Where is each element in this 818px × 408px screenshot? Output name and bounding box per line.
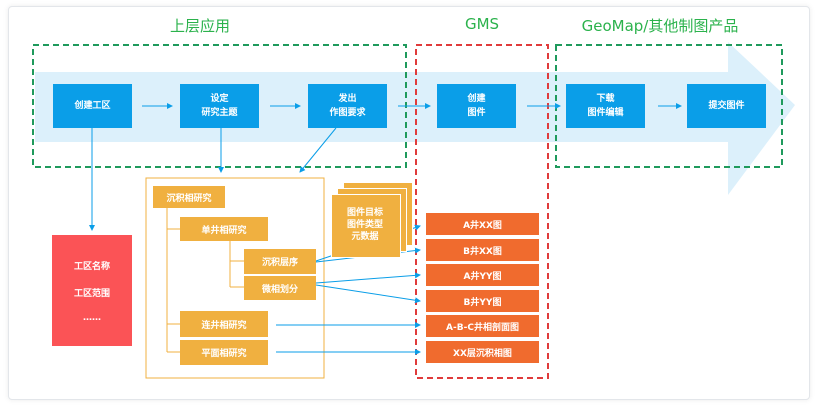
gms-dashed-frame — [415, 44, 549, 379]
area-info-box: 工区名称 工区范围 …… — [52, 235, 132, 346]
create-map-box: 创建 图件 — [437, 84, 516, 128]
section-title-upstream: 上层应用 — [169, 17, 230, 35]
set-topic-line2: 研究主题 — [201, 108, 238, 118]
research-facies-division: 微相划分 — [244, 276, 316, 300]
section-title-gms: GMS — [464, 15, 500, 33]
flow-band-arrow — [35, 42, 795, 195]
issue-request-line2: 作图要求 — [329, 108, 366, 118]
research-facies: 沉积相研究 — [153, 186, 225, 208]
create-map-line1: 创建 — [467, 94, 486, 104]
create-area-box: 创建工区 — [53, 84, 132, 128]
arrow-request-to-research — [299, 127, 337, 173]
research-single-well: 单井相研究 — [180, 217, 268, 241]
set-topic-line1: 设定 — [210, 94, 229, 104]
map-meta-type: 图件类型 — [346, 220, 383, 230]
map-meta-text: 图件目标 图件类型 元数据 — [331, 194, 399, 256]
issue-request-line1: 发出 — [338, 94, 357, 104]
set-topic-box: 设定 研究主题 — [180, 84, 259, 128]
create-map-line2: 图件 — [467, 108, 486, 118]
research-tree-lines — [166, 208, 244, 353]
submit-map-label: 提交图件 — [708, 101, 745, 111]
submit-map-box: 提交图件 — [687, 84, 766, 128]
arrow-division-to-b-yy — [315, 284, 421, 304]
output-xx-facies-map: XX层沉积相图 — [426, 341, 539, 363]
create-area-label: 创建工区 — [74, 101, 111, 111]
research-connected-well: 连井相研究 — [180, 311, 268, 337]
area-info-name: 工区名称 — [73, 261, 110, 272]
research-sequence: 沉积层序 — [244, 249, 316, 274]
area-info-more: …… — [83, 312, 101, 323]
map-meta-stack-front — [331, 194, 401, 258]
map-meta-target: 图件目标 — [346, 208, 383, 218]
arrow-division-to-a-yy — [315, 272, 421, 284]
output-abc-profile: A-B-C井相剖面图 — [426, 315, 539, 337]
section-title-downstream: GeoMap/其他制图产品 — [581, 17, 739, 35]
download-edit-box: 下载 图件编辑 — [566, 84, 645, 128]
issue-request-box: 发出 作图要求 — [308, 84, 387, 128]
research-plane: 平面相研究 — [180, 340, 268, 365]
output-a-well-xx: A井XX图 — [426, 213, 539, 235]
output-b-well-xx: B井XX图 — [426, 239, 539, 261]
output-b-well-yy: B井YY图 — [426, 290, 539, 312]
download-edit-line2: 图件编辑 — [587, 108, 624, 118]
download-edit-line1: 下载 — [596, 94, 615, 104]
area-info-range: 工区范围 — [73, 288, 110, 299]
output-a-well-yy: A井YY图 — [426, 264, 539, 286]
map-meta-metadata: 元数据 — [351, 232, 379, 242]
